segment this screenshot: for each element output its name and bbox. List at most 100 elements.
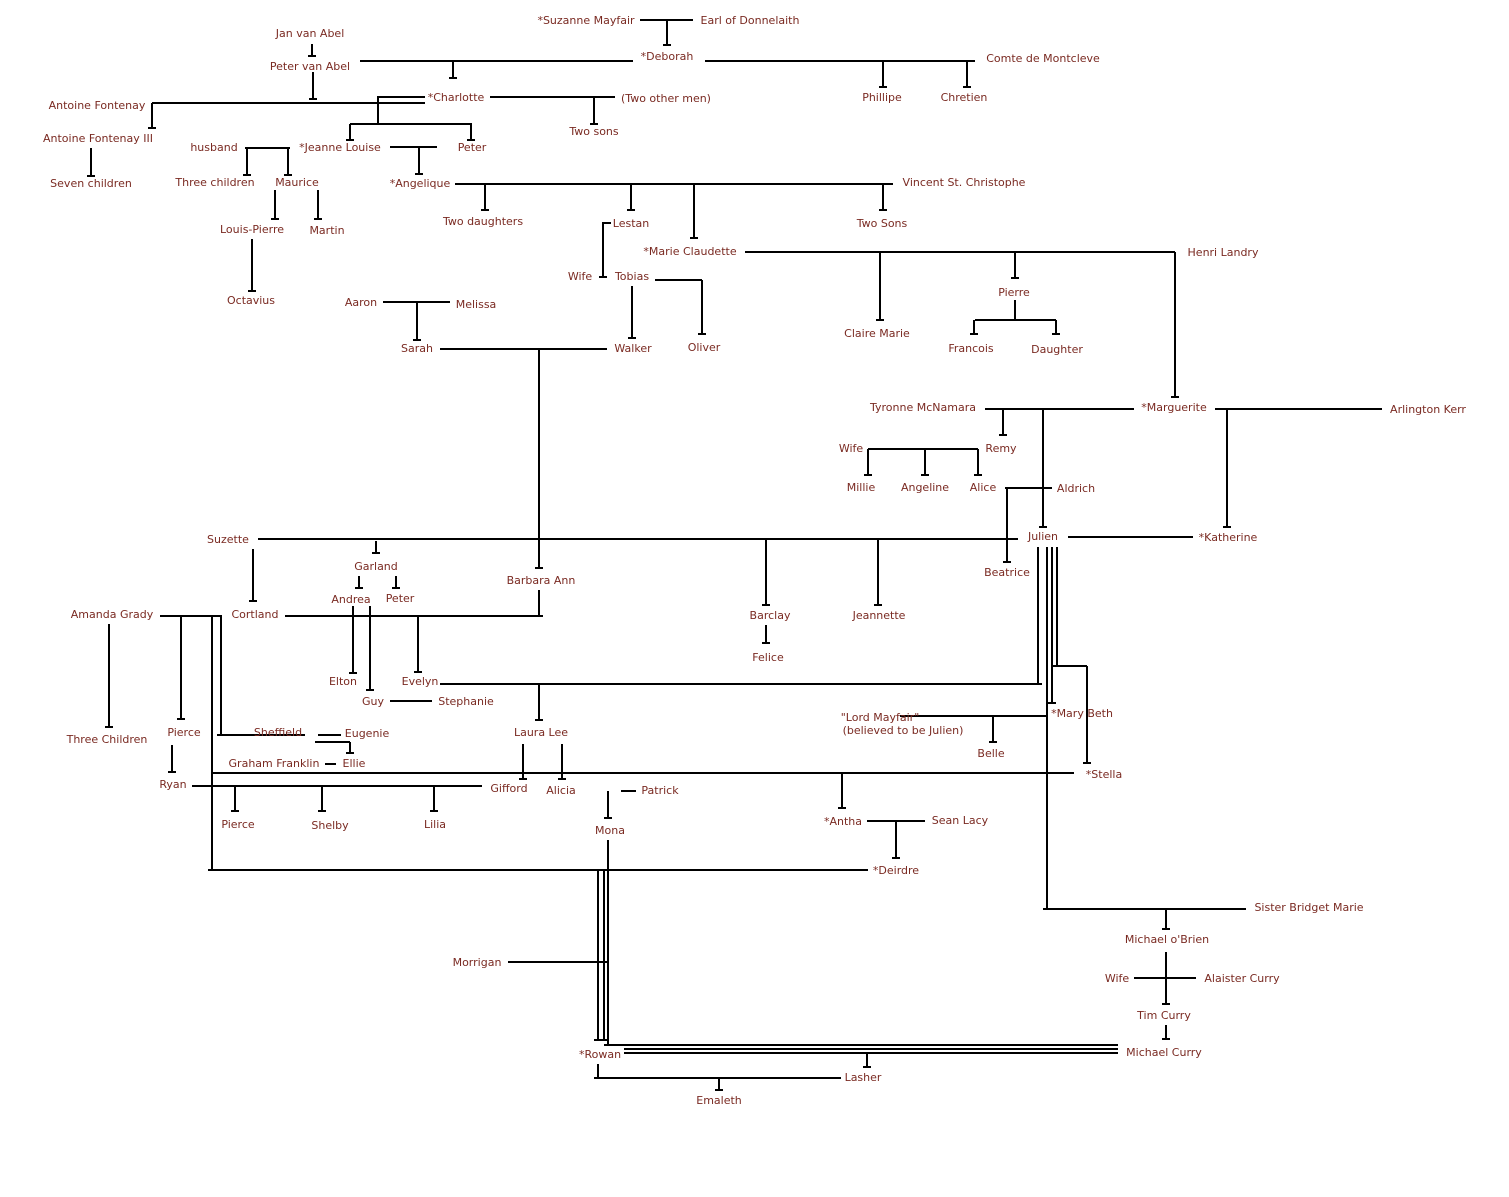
person-pierce: Pierce: [221, 818, 255, 831]
person-maurice: Maurice: [275, 176, 319, 189]
person-remy: Remy: [985, 442, 1017, 455]
person-earl-of-donnelaith: Earl of Donnelaith: [700, 14, 800, 27]
person-alice: Alice: [969, 481, 997, 494]
person-octavius: Octavius: [226, 294, 276, 307]
person-jeannette: Jeannette: [852, 609, 906, 622]
person-seven-children: Seven children: [50, 177, 132, 190]
person-julien: Julien: [1027, 530, 1059, 543]
person-suzanne-mayfair: *Suzanne Mayfair: [537, 14, 635, 27]
person-alaister-curry: Alaister Curry: [1204, 972, 1280, 985]
person-oliver: Oliver: [687, 341, 721, 354]
person-ellie: Ellie: [342, 757, 366, 770]
person-melissa: Melissa: [455, 298, 497, 311]
person-beatrice: Beatrice: [984, 566, 1030, 579]
person-lestan: Lestan: [612, 217, 650, 230]
person-sarah: Sarah: [401, 342, 433, 355]
person-tobias: Tobias: [614, 270, 650, 283]
person-two-other-men: (Two other men): [621, 92, 711, 105]
person-walker: Walker: [614, 342, 652, 355]
person-aaron: Aaron: [344, 296, 378, 309]
person-patrick: Patrick: [641, 784, 679, 797]
person-wife-of-remy: Wife: [838, 442, 864, 455]
person-mary-beth: *Mary Beth: [1051, 707, 1113, 720]
person-katherine: *Katherine: [1198, 531, 1258, 544]
person-lasher: Lasher: [844, 1071, 882, 1084]
person-angeline: Angeline: [900, 481, 950, 494]
person-arlington-kerr: Arlington Kerr: [1390, 403, 1466, 416]
person-felice: Felice: [752, 651, 784, 664]
person-michael-curry: Michael Curry: [1126, 1046, 1202, 1059]
person-claire-marie: Claire Marie: [844, 327, 910, 340]
person-marie-claudette: *Marie Claudette: [643, 245, 737, 258]
person-comte-de-montcleve: Comte de Montcleve: [986, 52, 1100, 65]
person-guy: Guy: [361, 695, 385, 708]
person-emaleth: Emaleth: [696, 1094, 742, 1107]
person-peter-van-abel: Peter van Abel: [269, 60, 351, 73]
person-three-children-husband: Three children: [175, 176, 255, 189]
person-marguerite: *Marguerite: [1141, 401, 1207, 414]
person-antha: *Antha: [823, 815, 863, 828]
person-pierce-son-of-cortland: Pierce: [167, 726, 201, 739]
person-henri-landry: Henri Landry: [1187, 246, 1259, 259]
person-martin: Martin: [309, 224, 345, 237]
person-barbara-ann: Barbara Ann: [506, 574, 576, 587]
person-deirdre: *Deirdre: [872, 864, 920, 877]
person-alicia: Alicia: [546, 784, 576, 797]
person-elton: Elton: [328, 675, 358, 688]
person-antoine-fontenay: Antoine Fontenay: [48, 99, 146, 112]
person-amanda-grady: Amanda Grady: [70, 608, 154, 621]
person-evelyn: Evelyn: [401, 675, 439, 688]
person-jeanne-louise: *Jeanne Louise: [299, 141, 381, 154]
person-charlotte: *Charlotte: [427, 91, 485, 104]
person-three-children-amanda: Three Children: [66, 733, 148, 746]
person-two-sons-angelique: Two Sons: [856, 217, 908, 230]
person-lord-mayfair: "Lord Mayfair": [840, 711, 920, 724]
person-louis-pierre: Louis-Pierre: [220, 223, 284, 236]
person-barclay: Barclay: [749, 609, 791, 622]
person-pierre: Pierre: [998, 286, 1030, 299]
person-two-sons: Two sons: [569, 125, 619, 138]
person-graham-franklin: Graham Franklin: [228, 757, 320, 770]
person-peter-son-of-charlotte: Peter: [457, 141, 487, 154]
person-sheffield: Sheffield: [253, 726, 303, 739]
person-angelique: *Angelique: [389, 177, 451, 190]
person-chretien: Chretien: [940, 91, 988, 104]
person-stephanie: Stephanie: [438, 695, 494, 708]
person-suzette: Suzette: [207, 533, 249, 546]
person-rowan: *Rowan: [578, 1048, 622, 1061]
person-wife-of-tobias: Wife: [567, 270, 593, 283]
person-lord-mayfair-note: (believed to be Julien): [842, 724, 964, 737]
person-francois: Francois: [948, 342, 994, 355]
person-two-daughters: Two daughters: [442, 215, 524, 228]
person-gifford: Gifford: [490, 782, 528, 795]
person-tyronne-mcnamara: Tyronne McNamara: [870, 401, 976, 414]
person-belle: Belle: [977, 747, 1005, 760]
person-wife-of-alaister: Wife: [1104, 972, 1130, 985]
person-tim-curry: Tim Curry: [1137, 1009, 1191, 1022]
person-michael-obrien: Michael o'Brien: [1124, 933, 1210, 946]
person-morrigan: Morrigan: [452, 956, 502, 969]
person-mona: Mona: [595, 824, 625, 837]
person-millie: Millie: [846, 481, 876, 494]
person-cortland: Cortland: [231, 608, 279, 621]
person-shelby: Shelby: [311, 819, 349, 832]
person-eugenie: Eugenie: [344, 727, 390, 740]
person-andrea: Andrea: [331, 593, 371, 606]
person-lilia: Lilia: [423, 818, 447, 831]
person-phillipe: Phillipe: [862, 91, 902, 104]
person-ryan: Ryan: [159, 778, 187, 791]
person-vincent-st-christophe: Vincent St. Christophe: [902, 176, 1026, 189]
person-deborah: *Deborah: [640, 50, 694, 63]
person-sister-bridget-marie: Sister Bridget Marie: [1254, 901, 1364, 914]
person-aldrich: Aldrich: [1056, 482, 1096, 495]
person-daughter: Daughter: [1031, 343, 1083, 356]
person-husband: husband: [190, 141, 238, 154]
person-laura-lee: Laura Lee: [513, 726, 569, 739]
person-jan-van-abel: Jan van Abel: [275, 27, 345, 40]
person-stella: *Stella: [1085, 768, 1123, 781]
person-sean-lacy: Sean Lacy: [931, 814, 989, 827]
person-garland: Garland: [354, 560, 398, 573]
person-peter-son-of-garland: Peter: [385, 592, 415, 605]
